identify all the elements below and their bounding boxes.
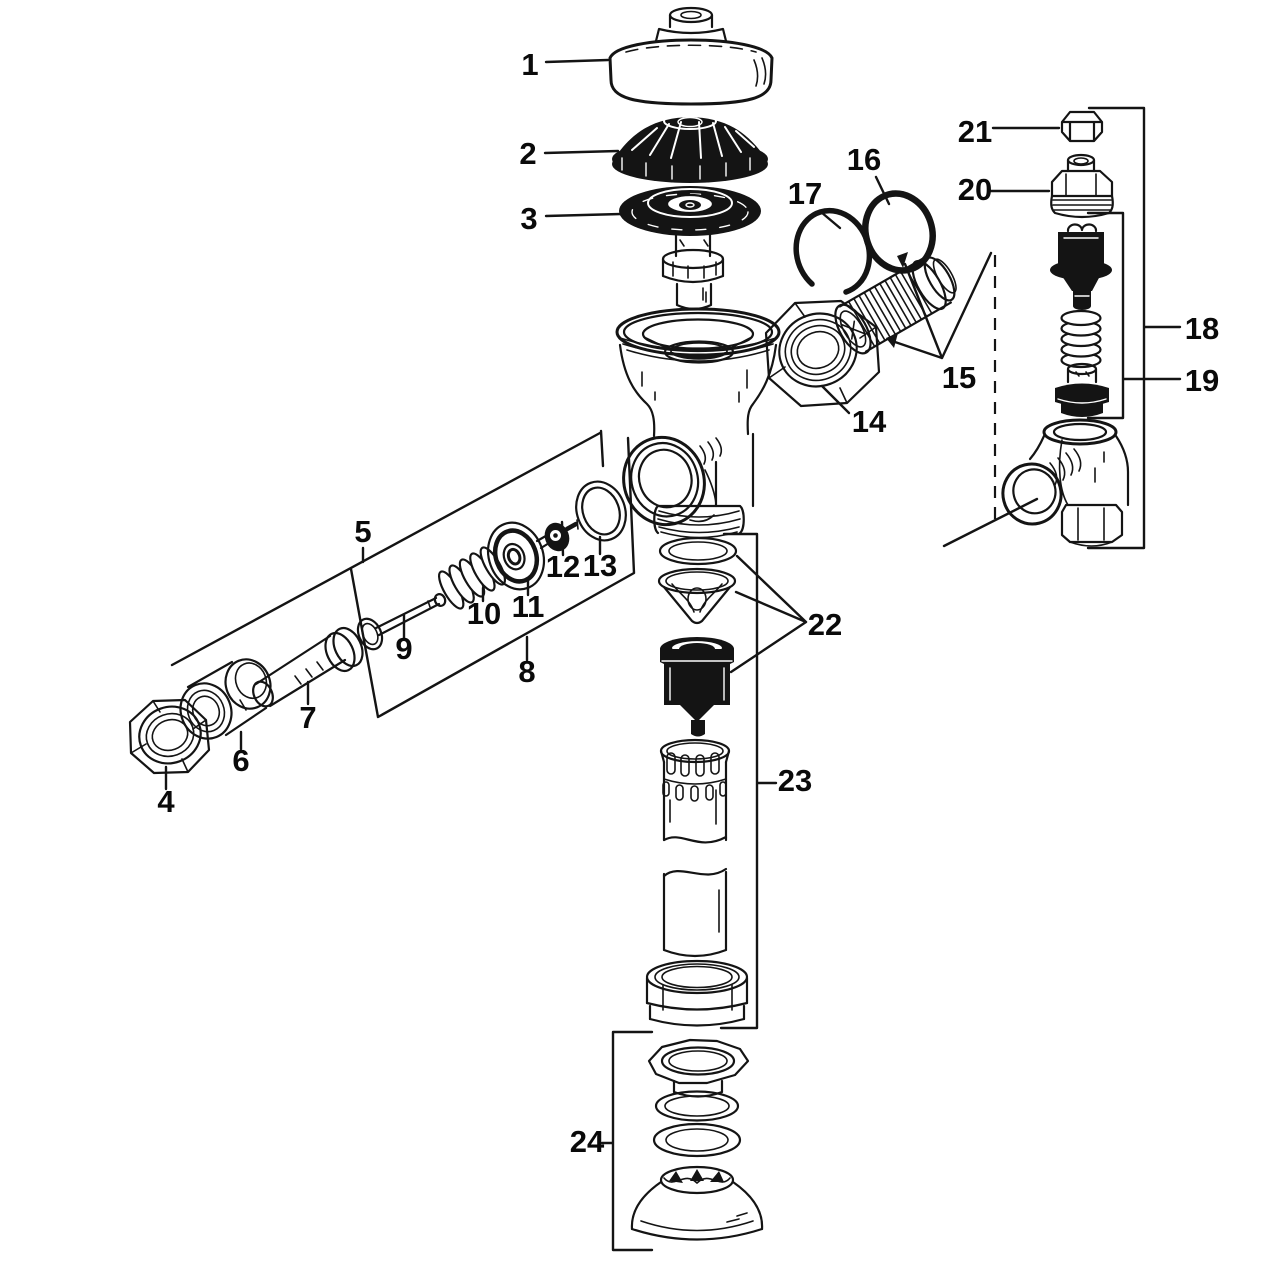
part-4-handle-coupling-nut	[128, 698, 211, 775]
part-label-1: 1	[521, 47, 538, 82]
part-19-stop-piston	[1050, 223, 1112, 310]
part-3-diaphragm	[619, 186, 761, 236]
part-19-stop-spring	[1060, 309, 1102, 369]
part-22-sleeve	[660, 637, 734, 737]
part-label-9: 9	[395, 631, 412, 666]
part-10-spring	[437, 546, 507, 610]
part-label-11: 11	[512, 589, 545, 624]
part-label-19: 19	[1185, 363, 1219, 398]
relief-valve-stem	[661, 233, 725, 311]
part-label-22: 22	[808, 607, 842, 642]
part-label-23: 23	[778, 763, 812, 798]
handle-assembly-box	[170, 429, 636, 719]
bracket-23	[719, 532, 759, 1030]
part-label-12: 12	[546, 549, 580, 584]
part-label-17: 17	[788, 176, 822, 211]
part-7-handle-grip	[252, 626, 364, 708]
part-label-4: 4	[157, 784, 175, 819]
part-24-friction-washer	[654, 1090, 740, 1122]
part-label-24: 24	[570, 1124, 605, 1159]
part-11-packing-gland	[486, 521, 559, 591]
part-label-14: 14	[852, 404, 887, 439]
leader-lines	[164, 58, 1182, 1145]
part-21-cap-nut	[1060, 110, 1104, 143]
part-label-13: 13	[583, 548, 617, 583]
group-brackets	[170, 106, 1146, 1252]
part-1-cover-cap	[608, 6, 774, 106]
part-label-20: 20	[958, 172, 992, 207]
part-label-7: 7	[299, 700, 316, 735]
part-24-escutcheon-dome	[630, 1165, 764, 1241]
part-20-stop-cap	[1050, 153, 1114, 219]
part-13-gasket-ring	[575, 480, 627, 542]
part-label-8: 8	[518, 654, 535, 689]
part-label-15: 15	[942, 360, 976, 395]
part-19-stop-seat	[1055, 362, 1109, 417]
part-label-21: 21	[958, 114, 992, 149]
part-label-10: 10	[467, 596, 501, 631]
part-22-group	[657, 536, 738, 737]
part-label-3: 3	[520, 201, 537, 236]
part-15-tailpiece-nipple	[834, 256, 957, 355]
bracket-18	[1086, 106, 1146, 550]
valve-body	[615, 307, 781, 539]
part-label-6: 6	[232, 743, 249, 778]
part-23-group	[645, 738, 749, 1027]
part-label-16: 16	[847, 142, 881, 177]
part-labels: 1 2 3 4 5 6 7 8 9 10 11 12 13 14 15 16 1…	[157, 47, 1219, 1159]
part-label-18: 18	[1185, 311, 1219, 346]
part-14-coupling-nut	[764, 299, 881, 408]
stop-inlet-pointer	[942, 497, 1039, 548]
part-label-2: 2	[519, 136, 536, 171]
bracket-24	[611, 1030, 654, 1252]
part-24-group	[630, 1038, 764, 1241]
part-2-relief-valve	[612, 112, 768, 183]
part-24-spud-flange	[647, 1038, 750, 1098]
part-22-gasket	[658, 536, 738, 566]
part-label-5: 5	[354, 514, 371, 549]
leader-15	[886, 251, 993, 360]
part-22-air-inlet-disc	[657, 567, 737, 625]
bracket-19	[1086, 211, 1125, 420]
part-24-spud-gasket	[652, 1122, 742, 1158]
part-23-tube	[659, 738, 731, 958]
leader-22	[729, 554, 808, 674]
part-17-snap-ring	[793, 207, 873, 295]
part-18-stop-valve-body	[1001, 418, 1130, 547]
part-23-coupling-nut	[645, 959, 749, 1027]
